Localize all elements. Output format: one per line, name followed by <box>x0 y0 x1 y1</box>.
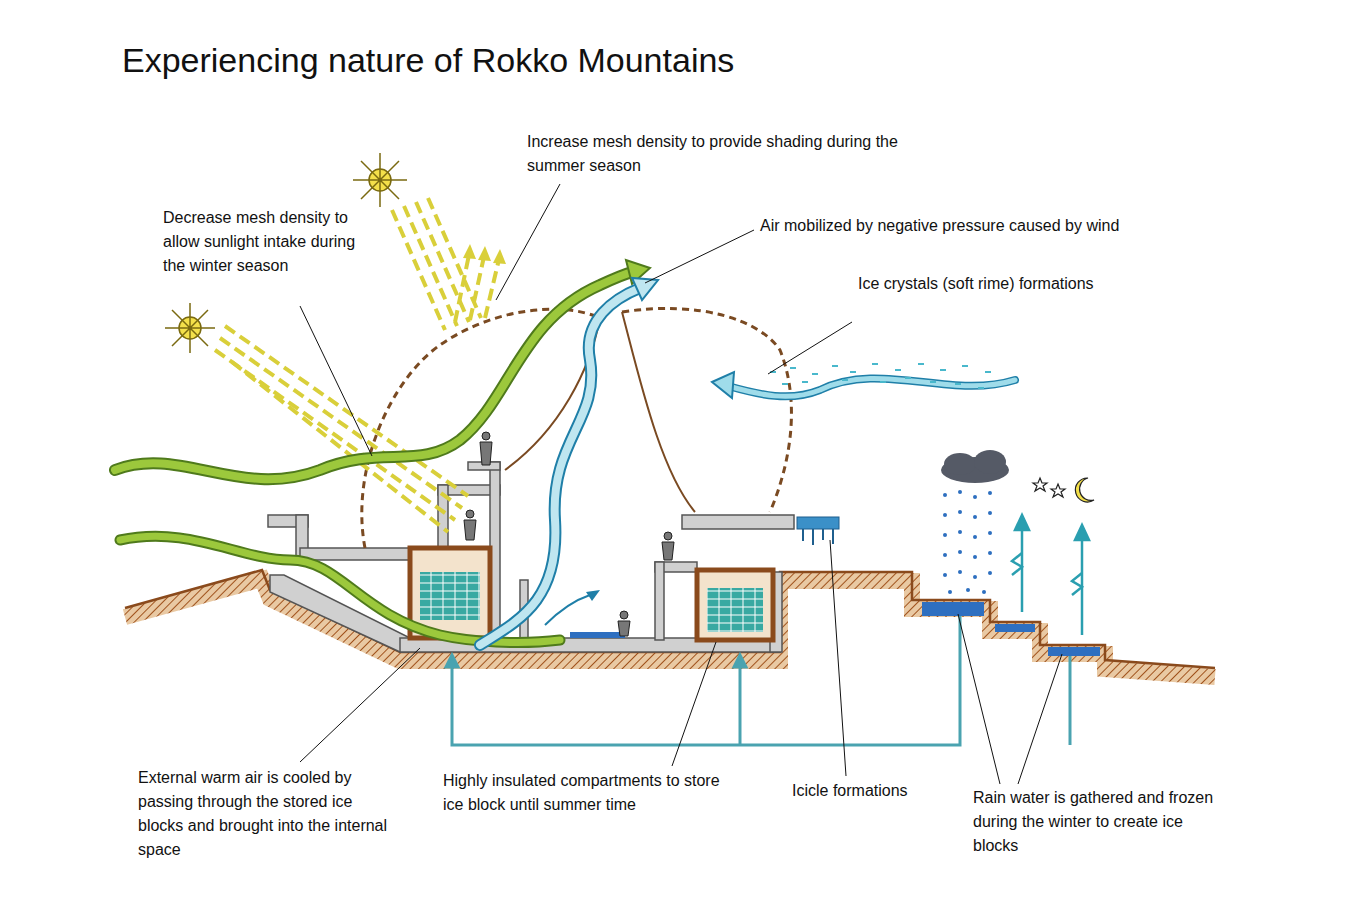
sun-symbol <box>165 153 407 353</box>
air-flow-blue <box>480 278 658 645</box>
diagram-title: Experiencing nature of Rokko Mountains <box>122 40 734 80</box>
callout-label: Ice crystals (soft rime) formations <box>858 272 1168 296</box>
leader-line <box>300 184 1062 784</box>
cooling-arrow <box>1012 515 1089 635</box>
sun-ray-head <box>463 244 506 264</box>
callout-label: Increase mesh density to provide shading… <box>527 130 907 178</box>
callout-label: Decrease mesh density to allow sunlight … <box>163 206 368 278</box>
water-pipe <box>446 616 1070 745</box>
person-figure <box>464 432 674 636</box>
callout-label: Rain water is gathered and frozen during… <box>973 786 1218 858</box>
concrete-structure <box>268 462 794 652</box>
callout-label: Icicle formations <box>792 779 962 803</box>
ice-compartment <box>410 548 773 640</box>
ground <box>125 570 1215 677</box>
wind-arrow <box>712 364 1015 398</box>
night-sky <box>1033 478 1094 502</box>
callout-label: Highly insulated compartments to store i… <box>443 769 743 817</box>
icicle-block <box>797 517 839 545</box>
rain-cloud <box>941 450 1009 594</box>
callout-label: Air mobilized by negative pressure cause… <box>760 214 1190 238</box>
callout-label: External warm air is cooled by passing t… <box>138 766 400 862</box>
